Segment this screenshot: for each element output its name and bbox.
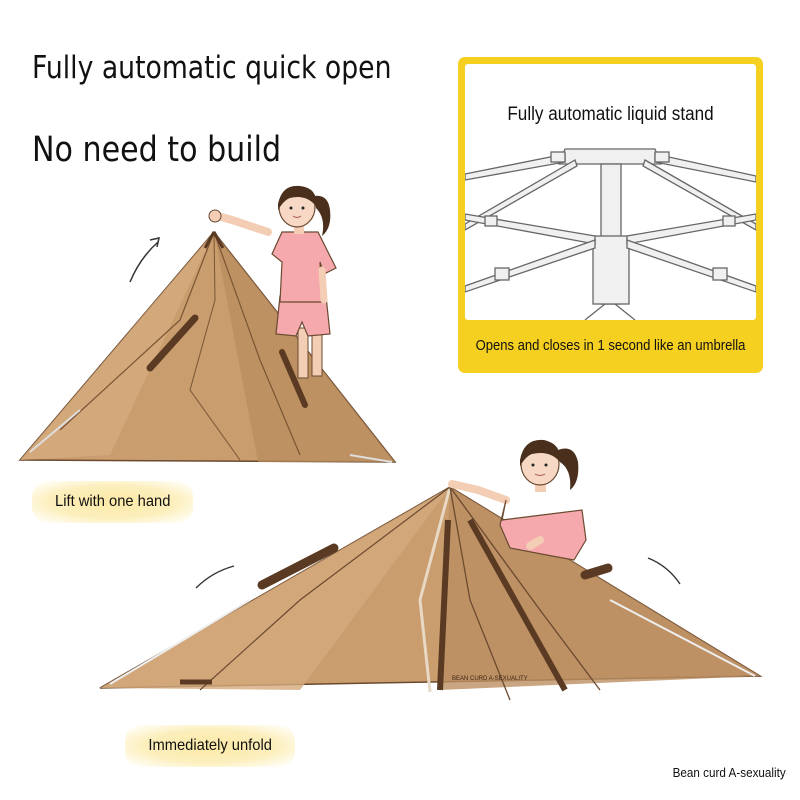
tent-print-label: BEAN CURD A-SEXUALITY — [452, 676, 528, 682]
lift-tag: Lift with one hand — [32, 481, 194, 523]
headline-line-1: Fully automatic quick open — [32, 50, 392, 86]
frame-info-panel: Fully automatic liquid stand Opens and c… — [458, 57, 763, 373]
unfold-tag-label: Immediately unfold — [148, 737, 272, 754]
unfolded-tent: BEAN CURD A-SEXUALITY — [99, 486, 763, 701]
lift-arrow-icon — [129, 241, 159, 283]
panel-title: Fully automatic liquid stand — [507, 104, 714, 125]
umbrella-frame-diagram — [465, 148, 756, 320]
panel-caption: Opens and closes in 1 second like an umb… — [475, 338, 746, 354]
motion-mark-right-icon — [647, 557, 681, 585]
lift-tag-label: Lift with one hand — [55, 493, 171, 510]
frame-diagram-area: Fully automatic liquid stand — [465, 64, 756, 320]
motion-mark-left-icon — [195, 565, 235, 589]
headline-line-2: No need to build — [32, 130, 282, 170]
woman-lifting — [208, 185, 337, 379]
brand-credit: Bean curd A-sexuality — [672, 765, 786, 780]
woman-unfolding — [448, 439, 587, 561]
unfold-tag: Immediately unfold — [125, 725, 296, 767]
